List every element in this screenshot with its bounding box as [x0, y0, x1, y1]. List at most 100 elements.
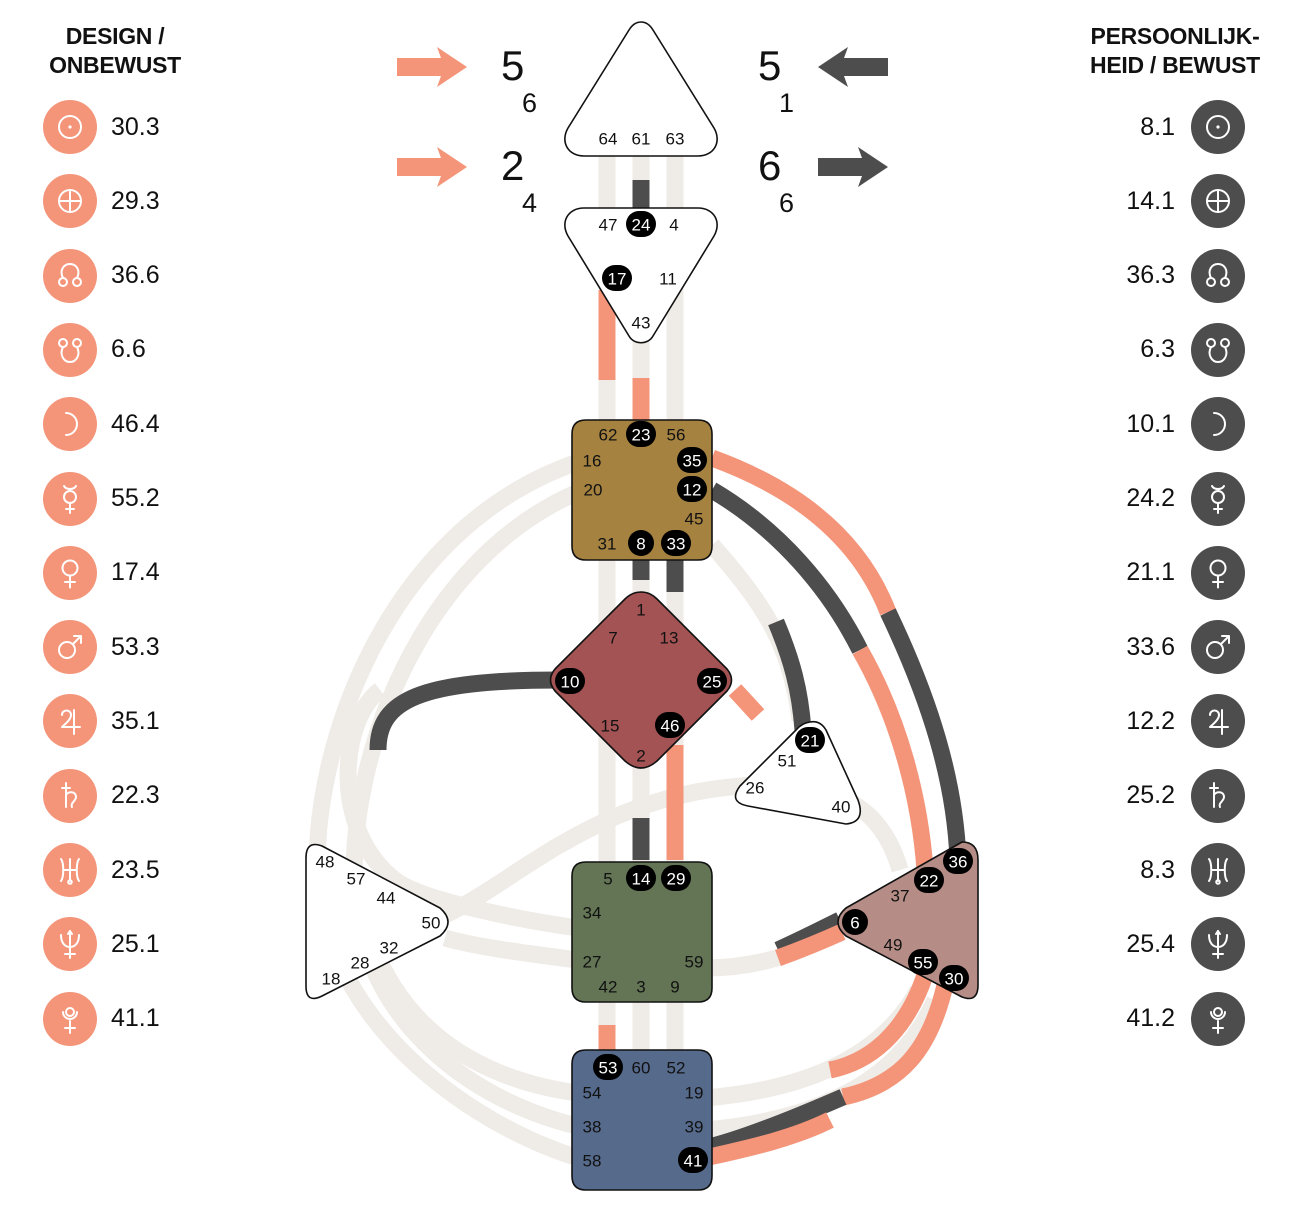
planet-badge	[1191, 100, 1245, 154]
gate-label: 20	[584, 481, 603, 500]
planet-badge	[1191, 397, 1245, 452]
planet-value: 25.1	[111, 929, 160, 958]
gate-label: 3	[636, 978, 645, 997]
gate-label: 10	[561, 673, 580, 692]
uranus-icon	[1208, 858, 1228, 885]
neptune-icon	[1208, 930, 1228, 960]
planet-value: 53.3	[111, 632, 160, 661]
planet-value: 55.2	[111, 484, 160, 512]
personality-planet-row: 25.2	[1080, 768, 1245, 823]
gate-label: 61	[632, 130, 651, 149]
heart-center	[734, 720, 862, 825]
design-planet-row: 25.1	[43, 917, 160, 972]
gate-label: 51	[778, 752, 797, 771]
channel-segment-personality	[703, 1089, 847, 1157]
gate-label: 14	[632, 870, 651, 889]
planet-badge	[43, 694, 97, 749]
moon-icon	[1213, 412, 1226, 437]
south-node-icon	[58, 337, 82, 363]
pluto-icon	[1210, 1006, 1226, 1034]
planet-badge	[43, 471, 97, 526]
planet-value: 22.3	[111, 781, 160, 810]
gate-label: 37	[891, 887, 910, 906]
gate-label: 35	[683, 452, 702, 471]
gate-label: 21	[801, 732, 820, 751]
gate-label: 6	[850, 914, 859, 933]
gate-label: 32	[380, 939, 399, 958]
venus-icon	[61, 559, 79, 589]
gate-label: 17	[608, 270, 627, 289]
gate-label: 58	[583, 1152, 602, 1171]
active-gate-marker	[628, 530, 654, 556]
design-planet-row: 6.6	[43, 322, 146, 377]
gate-label: 63	[666, 130, 685, 149]
throat-center	[571, 419, 713, 561]
planet-value: 23.5	[111, 855, 160, 884]
active-gate-marker	[697, 668, 727, 694]
gate-label: 41	[684, 1152, 703, 1171]
planet-value: 33.6	[1126, 632, 1175, 661]
planet-badge	[1191, 545, 1245, 600]
active-gate-marker	[943, 848, 973, 874]
planet-badge	[1191, 620, 1245, 675]
planet-value: 35.1	[111, 706, 160, 735]
arrow-subscript: 6	[779, 188, 794, 218]
inactive-channel	[339, 683, 580, 937]
gate-label: 11	[659, 270, 677, 289]
design-planet-row: 22.3	[43, 768, 160, 823]
active-gate-marker	[677, 476, 707, 502]
mercury-icon	[1211, 484, 1225, 514]
planet-value: 25.2	[1126, 781, 1175, 810]
gate-label: 42	[599, 978, 618, 997]
gate-label: 5	[603, 870, 612, 889]
gate-label: 56	[667, 426, 686, 445]
personality-title-line2: HEID / BEWUST	[1090, 52, 1260, 78]
gate-label: 12	[683, 481, 702, 500]
arrow-subscript: 1	[779, 88, 794, 118]
north-node-icon	[58, 262, 82, 287]
personality-planet-row: 41.2	[1080, 991, 1245, 1046]
planet-value: 25.4	[1126, 929, 1175, 958]
gate-label: 50	[422, 914, 441, 933]
planet-value: 41.2	[1126, 1004, 1175, 1033]
active-gate-marker	[593, 1054, 623, 1080]
personality-planet-row: 8.3	[1080, 843, 1245, 897]
design-title-line2: ONBEWUST	[49, 52, 181, 78]
planet-badge	[43, 322, 97, 377]
planet-badge	[43, 100, 97, 154]
south-node-icon	[1206, 337, 1230, 363]
active-gate-marker	[626, 211, 656, 237]
sun-icon	[1206, 115, 1230, 139]
arrow-number: 5	[501, 42, 524, 89]
personality-planet-row: 21.1	[1080, 545, 1245, 600]
active-gate-marker	[842, 909, 868, 935]
gate-label: 49	[884, 936, 903, 955]
active-gate-marker	[626, 421, 656, 447]
channel-segment-personality	[880, 608, 967, 861]
planet-badge	[1191, 322, 1245, 377]
planet-value: 8.1	[1140, 112, 1175, 141]
gate-label: 27	[583, 953, 602, 972]
gate-label: 39	[685, 1118, 704, 1137]
arrow-number: 2	[501, 142, 524, 189]
planet-value: 6.6	[111, 335, 146, 364]
arrow-subscript: 6	[522, 88, 537, 118]
gate-label: 31	[598, 535, 617, 554]
planet-badge	[43, 174, 97, 229]
gate-label: 18	[322, 970, 341, 989]
gate-label: 44	[377, 889, 396, 908]
earth-icon	[58, 189, 82, 214]
planet-badge	[1191, 917, 1245, 972]
channel-segment-design	[852, 645, 934, 871]
gate-label: 15	[601, 717, 620, 736]
personality-planet-row: 14.1	[1080, 174, 1245, 229]
jupiter-icon	[61, 709, 81, 736]
planet-badge	[43, 768, 97, 823]
planet-value: 29.3	[111, 186, 160, 215]
active-gate-marker	[795, 727, 825, 753]
jupiter-icon	[1209, 709, 1229, 736]
active-gate-marker	[939, 965, 969, 991]
personality-top-arrow-icon	[818, 47, 888, 87]
gate-label: 38	[583, 1118, 602, 1137]
